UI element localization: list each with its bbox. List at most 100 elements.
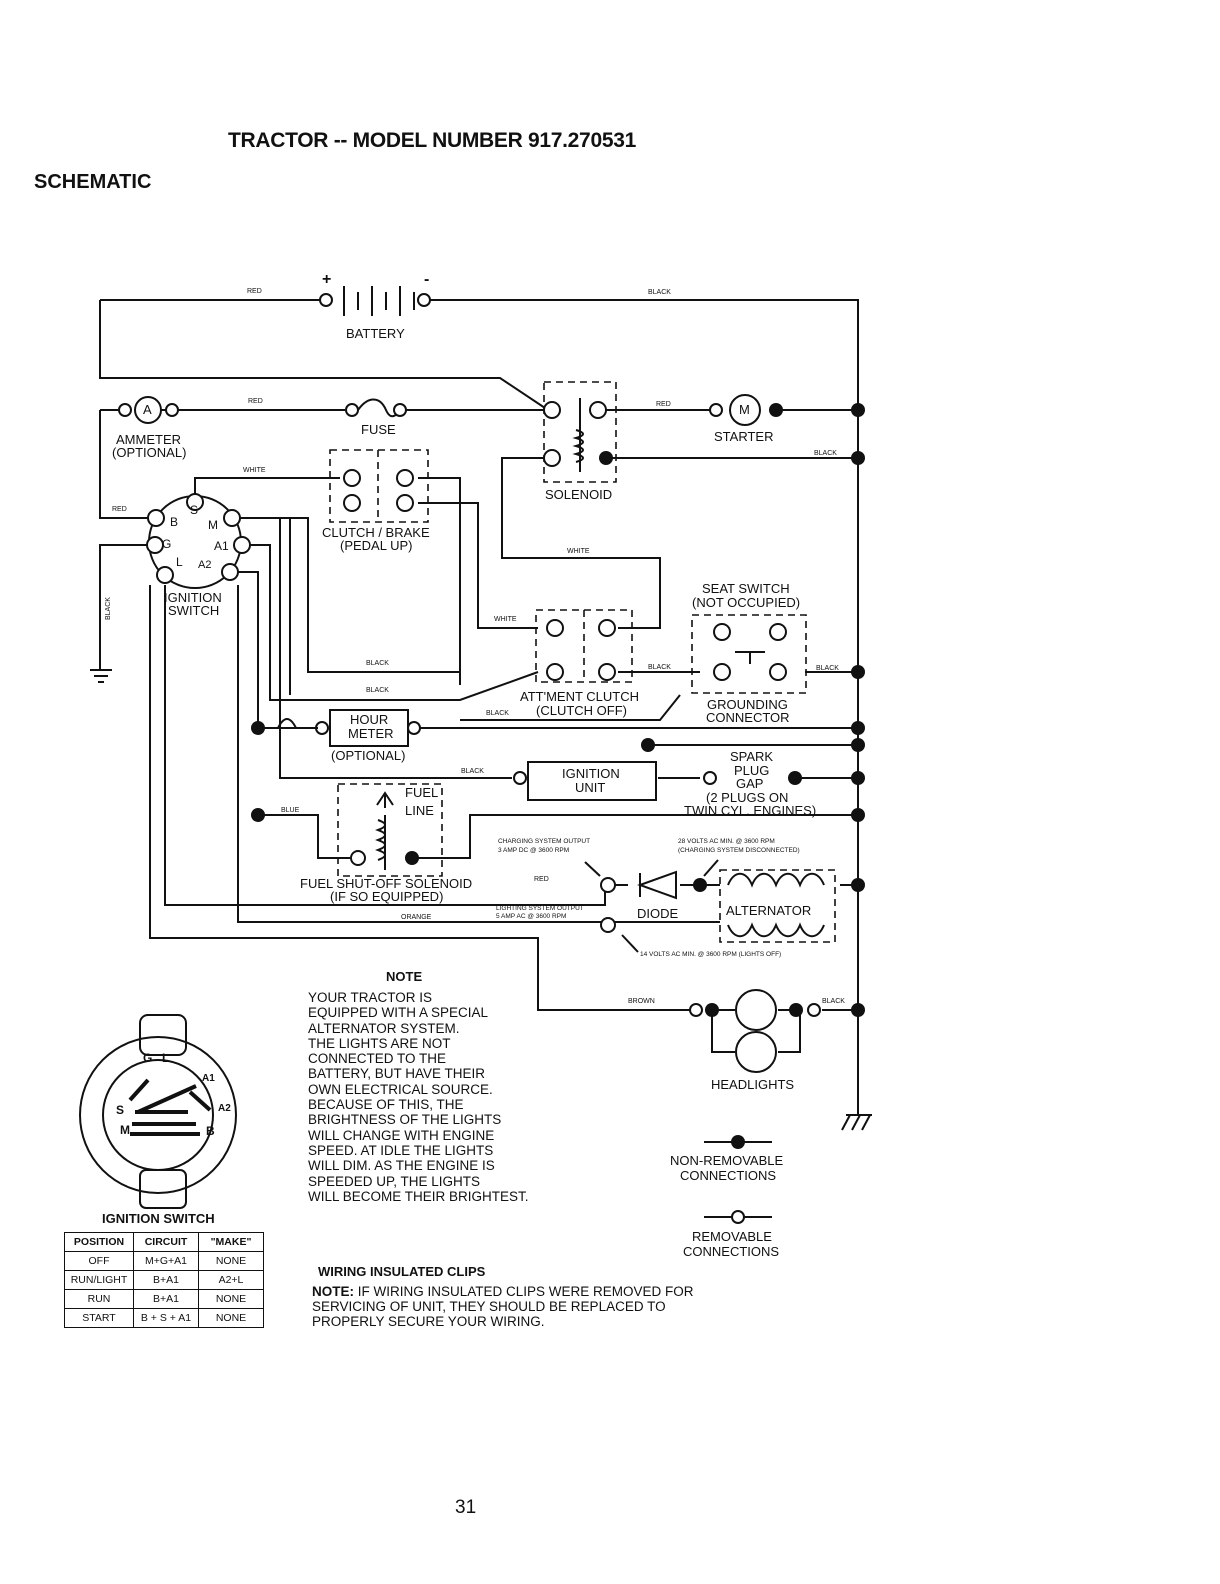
table-row: START B + S + A1 NONE [64,1308,264,1328]
wire-left-loop [99,300,549,411]
ign-terminal-g: G [162,537,172,551]
clips-note-line3: PROPERLY SECURE YOUR WIRING. [312,1314,545,1329]
face-label-m: M [120,1123,130,1137]
wire-label-black-att2: BLACK [486,710,509,717]
solenoid-label: SOLENOID [545,487,613,502]
wire-label-black-ign-unit: BLACK [461,768,484,775]
face-label-g: G [143,1051,153,1065]
table-cell: RUN/LIGHT [64,1270,134,1290]
fuse-label: FUSE [361,422,396,437]
diode-label: DIODE [637,906,679,921]
alternator-label: ALTERNATOR [726,903,812,918]
clips-heading: WIRING INSULATED CLIPS [318,1264,486,1279]
lighting-output: LIGHTING SYSTEM OUTPUT [496,905,584,912]
wire-clutch-right [418,477,461,685]
ammeter-label: AMMETER [116,432,181,447]
wire-att-bottom [460,694,681,721]
wire-label-black-battery: BLACK [648,289,671,296]
wire-right-ground-sym [841,1114,872,1131]
wire-label-blue: BLUE [281,807,300,814]
table-header: CIRCUIT [133,1232,199,1252]
ammeter-symbol [134,396,162,424]
page-subtitle: SCHEMATIC [34,171,152,193]
note-line: OWN ELECTRICAL SOURCE. [308,1081,493,1097]
wire-label-red-battery: RED [247,288,262,295]
wire-l-blue [164,585,258,906]
clutch-brake-sub: (PEDAL UP) [340,538,413,553]
wire-headlights-lower [711,1010,801,1053]
wire-ammeter-down [99,410,150,519]
charging-output-2: 3 AMP DC @ 3600 RPM [498,847,570,854]
ammeter-optional: (OPTIONAL) [112,445,187,460]
wire-ign-unit [230,517,291,695]
legend-removable-1: REMOVABLE [692,1229,772,1244]
att-clutch-label: ATT'MENT CLUTCH [520,689,639,704]
ign-terminal-a2: A2 [198,559,212,571]
ignition-unit-label: IGNITION [562,766,620,781]
wire-label-white-ign: WHITE [243,467,266,474]
ammeter-symbol-label: A [143,402,152,417]
wire-white-ign [194,477,340,502]
wire-label-black-a1: BLACK [366,687,389,694]
legend-non-removable-1: NON-REMOVABLE [670,1153,784,1168]
note-line: BECAUSE OF THIS, THE [308,1097,464,1113]
clips-note-line1: NOTE: IF WIRING INSULATED CLIPS WERE REM… [312,1285,694,1299]
note-heading: NOTE [386,969,423,984]
wire-label-black-seat: BLACK [816,665,839,672]
ign-terminal-a1: A1 [214,539,229,553]
page-number: 31 [455,1497,477,1518]
clips-note-label: NOTE: [312,1284,354,1299]
wire-label-black-ground: BLACK [105,597,112,620]
grounding-connector-sub: CONNECTOR [706,710,790,725]
table-cell: B+A1 [133,1289,199,1309]
table-cell: A2+L [198,1270,264,1290]
note-line: SPEED. AT IDLE THE LIGHTS [308,1142,494,1158]
ignition-switch-label: IGNITION [164,590,222,605]
wire-label-black-m: BLACK [366,660,389,667]
battery-label: BATTERY [346,326,405,341]
note-line: WILL CHANGE WITH ENGINE [308,1127,495,1143]
ignition-unit-sub: UNIT [575,780,606,795]
wire-ign-black2 [279,518,512,779]
att-clutch-sub: (CLUTCH OFF) [536,703,627,718]
note-line: THE LIGHTS ARE NOT [308,1035,451,1051]
battery-minus: - [424,271,430,288]
wire-label-red-ammeter: RED [248,398,263,405]
wire-label-red-starter: RED [656,401,671,408]
ign-table-caption: IGNITION SWITCH [102,1211,215,1226]
battery-symbol [343,286,415,316]
volts-28-2: (CHARGING SYSTEM DISCONNECTED) [678,847,800,854]
ign-terminal-b: B [170,515,179,529]
wire-black-long [149,585,690,1011]
starter-symbol [729,394,761,426]
fuel-arrow [376,791,394,808]
note-line: YOUR TRACTOR IS [308,990,433,1005]
face-label-l: L [162,1051,170,1065]
note-line: BRIGHTNESS OF THE LIGHTS [308,1112,502,1128]
volts-14: 14 VOLTS AC MIN. @ 3600 RPM (LIGHTS OFF) [640,951,782,958]
table-cell: OFF [64,1251,134,1271]
charging-output: CHARGING SYSTEM OUTPUT [498,838,591,845]
table-row: RUN/LIGHT B+A1 A2+L [64,1270,264,1290]
ign-terminal-l: L [176,555,183,569]
wire-label-orange: ORANGE [401,914,432,921]
ign-terminal-m: M [208,518,218,532]
diode-symbol [637,870,677,900]
spark-plug-line3: GAP [736,776,764,791]
table-cell: START [64,1308,134,1328]
headlight-upper [735,989,777,1031]
wire-orange [237,585,605,923]
wire-label-white-solenoid: WHITE [567,548,590,555]
wire-red-diode [258,884,628,906]
legend-removable-symbol [704,1210,772,1224]
hour-meter-optional: (OPTIONAL) [331,748,406,763]
spark-plug-line4: (2 PLUGS ON [706,790,789,805]
note-line: WILL DIM. AS THE ENGINE IS [308,1158,495,1174]
ignition-switch-label-2: SWITCH [168,603,220,618]
wire-a2-hour [237,571,318,729]
wire-solenoid-white [501,457,661,629]
wire-label-white-att: WHITE [494,616,517,623]
legend-non-removable-symbol [704,1135,772,1149]
hour-meter-label: HOUR [350,712,389,727]
